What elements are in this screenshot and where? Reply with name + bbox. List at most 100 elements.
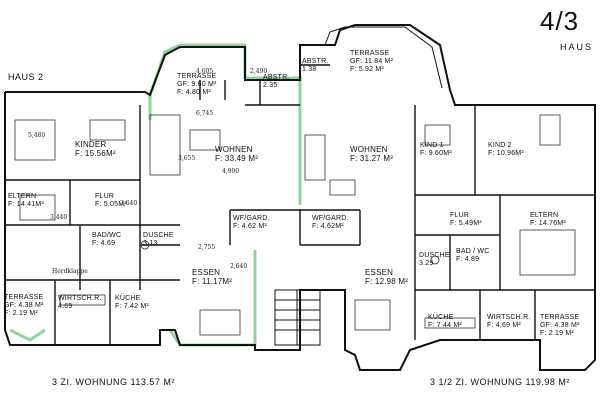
room-area: F: 4.62 M² [233,223,267,230]
interior-walls [5,64,595,345]
outer-walls [4,24,596,371]
room-name: TERRASSE [540,314,580,321]
room-flur-right: FLUR F: 5.49M² [450,212,482,228]
room-area: F: 33.49 M² [215,154,259,163]
room-eltern-left: ELTERN F: 14.41M² [8,193,44,209]
terrace-railing [324,26,443,89]
haus-label-left: HAUS 2 [8,72,44,82]
room-bad-wc-left: BAD/WC F: 4.69 [92,232,121,248]
room-name: KIND 2 [488,142,512,149]
room-name: WOHNEN [215,145,253,154]
handwritten-note: Herdklappe [52,268,88,275]
room-area-f: F: 2.19 M² [540,330,574,337]
room-essen-left: ESSEN F: 11.17M² [192,268,232,286]
room-area: F: 4.62M² [312,223,344,230]
room-area: 2.35 [263,82,278,89]
room-wf-gard-left: WF/GARD. F: 4.62 M² [233,215,270,231]
room-area: 3.13 [143,240,158,247]
handwritten-note: 6,745 [196,110,214,117]
room-area: F: 14.41M² [8,201,44,208]
room-name: WF/GARD. [312,215,349,222]
room-name: ELTERN [8,193,37,200]
room-area: F: 5.05M² [95,201,127,208]
room-dusche-left: DUSCHE 3.13 [143,232,174,248]
room-area: F: 4.89 [456,256,480,263]
room-wohnen-right: WOHNEN F: 31.27 M² [350,145,393,163]
room-eltern-right: ELTERN F: 14.76M² [530,212,566,228]
room-name: KÜCHE [115,295,141,302]
room-area: 3.29 [419,260,434,267]
room-name: ESSEN [365,268,394,277]
room-name: DUSCHE [143,232,174,239]
room-dusche-right: DUSCHE 3.29 [419,252,450,268]
room-name: FLUR [95,193,115,200]
room-terrasse-top-left: TERRASSE GF: 9.60 M² F: 4.80 M² [177,73,217,97]
room-area: F: 12.98 M² [365,277,409,286]
room-name: TERRASSE [177,73,217,80]
room-area: F: 11.17M² [192,277,233,286]
room-name: BAD/WC [92,232,122,239]
room-area-f: F: 4.80 M² [177,89,211,96]
room-name: DUSCHE [419,252,450,259]
room-flur-left: FLUR F: 5.05M² [95,193,127,209]
room-name: WF/GARD. [233,215,270,222]
handwritten-note: 4,990 [222,168,240,175]
room-wirtsch-right: WIRTSCH.R. F: 4.69 M² [487,314,530,330]
room-area: 1.38 [302,66,317,73]
room-area: F: 4.69 M² [487,322,521,329]
room-kinder-left: KINDER F: 15.56M² [75,140,116,158]
room-kueche-left: KÜCHE F: 7.42 M² [115,295,149,311]
caption-right-apartment: 3 1/2 ZI. WOHNUNG 119.98 M² [430,377,570,387]
room-name: TERRASSE [4,294,44,301]
room-wirtsch-left: WIRTSCH.R. 4.69 [58,295,101,311]
room-area: F: 4.69 [92,240,116,247]
room-kind2: KIND 2 F: 10.96M² [488,142,524,158]
room-kind1: KIND 1 F: 9.60M² [420,142,452,158]
room-area: F: 9.60M² [420,150,452,157]
room-area-gf: GF: 9.60 M² [177,81,217,88]
room-abstr-left: ABSTR. 2.35 [263,74,289,90]
room-wohnen-left: WOHNEN F: 33.49 M² [215,145,258,163]
stair-core [274,289,321,346]
handwritten-note: 2,490 [250,68,268,75]
furniture [14,114,576,336]
room-name: FLUR [450,212,470,219]
room-area-gf: GF: 4.38 M² [540,322,580,329]
room-area: 4.69 [58,303,73,310]
room-name: KIND 1 [420,142,444,149]
room-essen-right: ESSEN F: 12.98 M² [365,268,408,286]
handwritten-note: 2,640 [230,263,248,270]
haus-label-right: HAUS [560,42,594,52]
room-area-gf: GF: 4.38 M² [4,302,44,309]
handwritten-note: 4,605 [196,68,214,75]
room-area: F: 14.76M² [530,220,566,227]
room-area: F: 5.49M² [450,220,482,227]
room-area: F: 7.42 M² [115,303,149,310]
handwritten-note: 2,755 [198,244,216,251]
room-name: TERRASSE [350,50,390,57]
room-name: BAD / WC [456,248,490,255]
room-terrasse-top-right: TERRASSE GF: 11.84 M² F: 5.92 M² [350,50,393,74]
room-kueche-right: KÜCHE F: 7.44 M² [428,314,462,330]
room-area: F: 10.96M² [488,150,524,157]
room-terrasse-bottom-left: TERRASSE GF: 4.38 M² F: 2.19 M² [4,294,44,318]
room-name: ABSTR. [302,58,329,65]
room-area-gf: GF: 11.84 M² [350,58,394,65]
room-name: ABSTR. [263,74,290,81]
room-name: KÜCHE [428,314,454,321]
room-name: KINDER [75,140,107,149]
room-terrasse-bottom-right: TERRASSE GF: 4.38 M² F: 2.19 M² [540,314,580,338]
room-name: WIRTSCH.R. [487,314,531,321]
room-abstr-right: ABSTR. 1.38 [302,58,328,74]
room-name: WIRTSCH.R. [58,295,102,302]
room-name: ELTERN [530,212,559,219]
room-area-f: F: 5.92 M² [350,66,384,73]
room-name: ESSEN [192,268,221,277]
handwritten-note: 5,480 [28,132,46,139]
room-area-f: F: 2.19 M² [4,310,38,317]
caption-left-apartment: 3 ZI. WOHNUNG 113.57 M² [52,377,175,387]
handwritten-note: 3,640 [120,200,138,207]
room-area: F: 7.44 M² [428,322,462,329]
room-wf-gard-right: WF/GARD. F: 4.62M² [312,215,349,231]
